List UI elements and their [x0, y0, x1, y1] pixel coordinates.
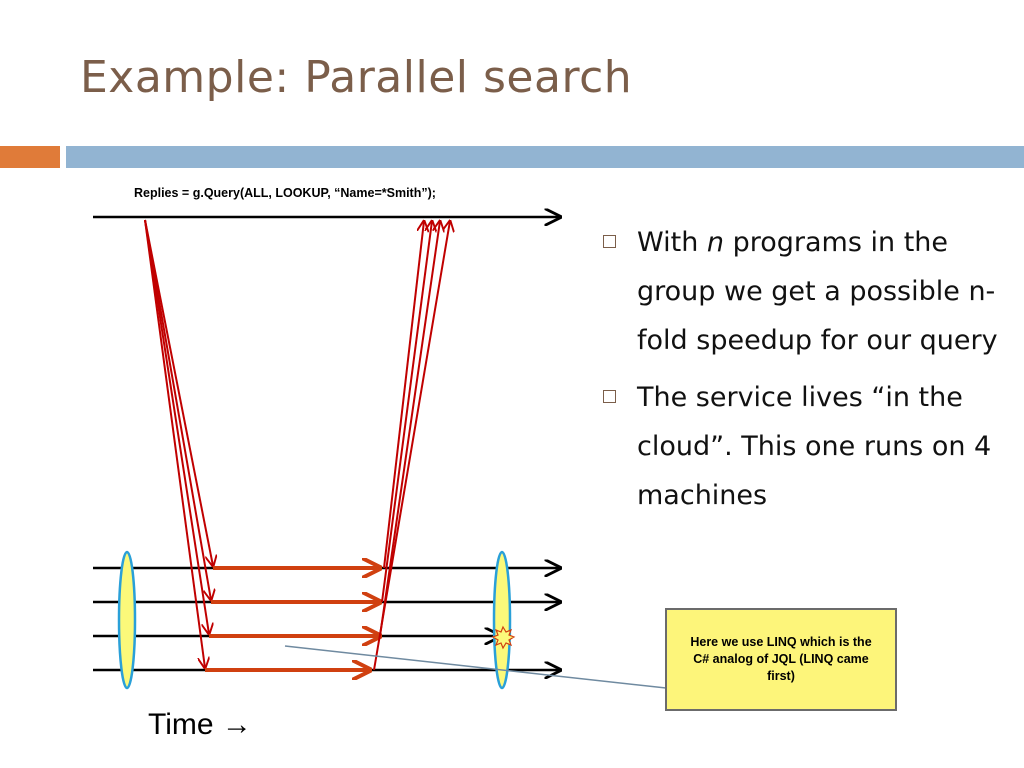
accent-bar-blue [66, 146, 1024, 168]
reply-message-1 [383, 221, 424, 569]
query-code-label: Replies = g.Query(ALL, LOOKUP, “Name=*Sm… [134, 186, 436, 200]
bullet-text-before: The service lives “in the cloud”. This o… [637, 382, 992, 511]
group-ellipse-right [492, 550, 512, 690]
bullet-list: With n programs in the group we get a po… [603, 218, 1023, 528]
reply-messages [373, 221, 450, 671]
bullet-item: The service lives “in the cloud”. This o… [603, 373, 1023, 520]
failure-burst-icon [491, 625, 516, 650]
callout-pointer [284, 645, 667, 689]
work-segments [205, 568, 380, 670]
group-ellipse-left [117, 550, 137, 690]
linq-callout: Here we use LINQ which is the C# analog … [665, 608, 897, 711]
query-message-3 [144, 219, 209, 634]
accent-bar-orange [0, 146, 60, 168]
bullet-text-italic: n [706, 227, 725, 258]
time-axis-label: Time → [148, 708, 252, 741]
bullet-square-icon [603, 390, 616, 403]
callout-text: Here we use LINQ which is the C# analog … [690, 635, 872, 683]
slide-title: Example: Parallel search [80, 52, 633, 103]
member-timelines [93, 568, 560, 670]
reply-message-3 [379, 221, 440, 637]
bullet-text-after: programs in the group we get a possible … [637, 227, 998, 356]
query-messages [144, 219, 213, 668]
bullet-item: With n programs in the group we get a po… [603, 218, 1023, 365]
reply-message-2 [381, 221, 432, 603]
bullet-text-before: With [637, 227, 707, 258]
reply-message-4 [373, 221, 450, 671]
query-message-2 [144, 219, 211, 600]
bullet-square-icon [603, 235, 616, 248]
query-message-4 [144, 219, 205, 668]
query-message-1 [144, 219, 213, 566]
